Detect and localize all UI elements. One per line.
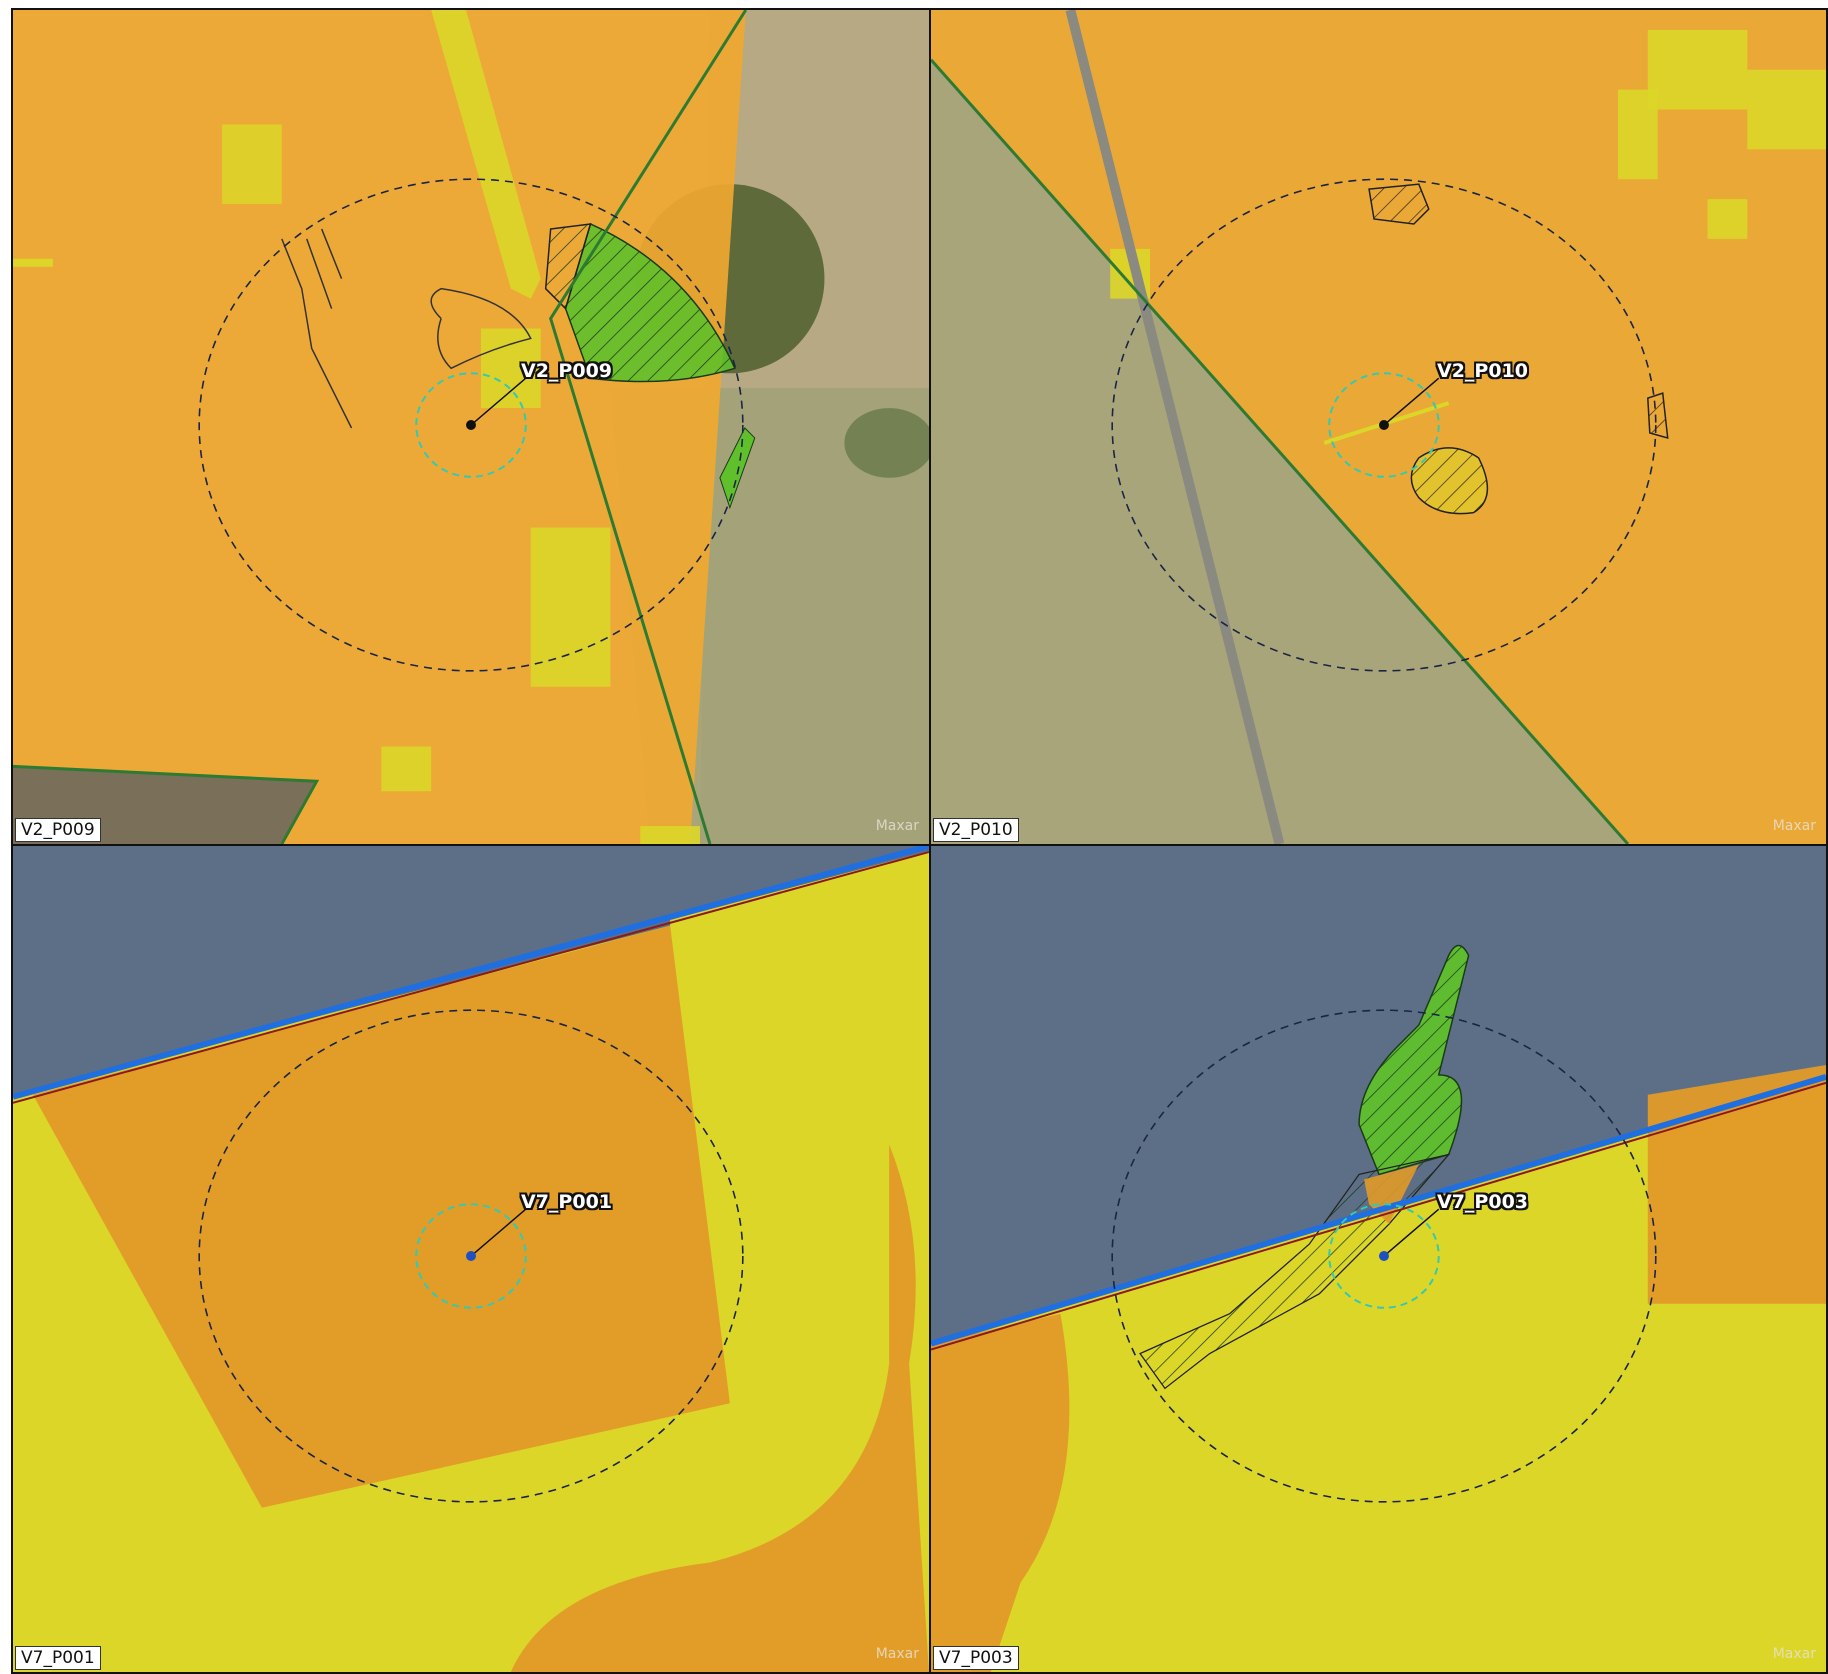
map-panel-v7-p003[interactable]: V7_P003 Maxar V7_P003 (929, 844, 1828, 1674)
point-label: V2_P010 (1437, 360, 1529, 382)
inner-buffer (415, 372, 527, 478)
yellow-patch (1707, 199, 1748, 239)
orange-zone (1647, 1064, 1826, 1304)
panel-name-label: V7_P003 (933, 1646, 1019, 1670)
map-canvas (13, 846, 929, 1672)
attribution: Maxar (1772, 1646, 1816, 1662)
survey-point (1378, 420, 1389, 430)
leader-line (470, 377, 527, 426)
railway (1065, 10, 1285, 844)
map-panel-v7-p001[interactable]: V7_P001 Maxar V7_P001 (11, 844, 931, 1674)
panel-name-label: V2_P010 (933, 818, 1019, 842)
panel-name-label: V2_P009 (15, 818, 101, 842)
dam-water-small (844, 408, 929, 478)
survey-point (466, 420, 476, 430)
map-canvas (931, 10, 1826, 844)
yellow-strip (431, 10, 541, 299)
yellow-patch (530, 527, 611, 687)
boundary-line (549, 10, 748, 844)
attribution: Maxar (875, 818, 919, 834)
yellow-patch (1617, 89, 1658, 180)
yellow-patch (480, 328, 541, 409)
attribution: Maxar (1772, 818, 1816, 834)
map-canvas (931, 846, 1826, 1672)
yellow-patch (640, 826, 700, 844)
map-panel-v2-p009[interactable]: V2_P009 Maxar V2_P009 (11, 8, 931, 846)
attribution: Maxar (875, 1646, 919, 1662)
yellow-patch (222, 124, 282, 205)
powerline (13, 846, 929, 1100)
point-label: V2_P009 (521, 360, 613, 382)
yellow-patch (1747, 69, 1826, 150)
yellow-patch (13, 258, 53, 267)
powerline (931, 1074, 1826, 1347)
outer-buffer (198, 178, 744, 672)
map-canvas (13, 10, 929, 844)
leader-line (1383, 1208, 1440, 1257)
leader-line (470, 1208, 527, 1257)
map-panel-v2-p010[interactable]: V2_P010 Maxar V2_P010 (929, 8, 1828, 846)
satellite-area (13, 846, 671, 1095)
inner-buffer (1328, 372, 1440, 478)
boundary-line (931, 58, 1630, 844)
survey-point (466, 1251, 476, 1261)
survey-point (1378, 1251, 1389, 1261)
outer-buffer (1111, 178, 1657, 672)
orange-zone (13, 10, 746, 844)
orange-parcel (32, 925, 730, 1508)
leader-line (1383, 377, 1440, 426)
yellow-patch (1647, 29, 1748, 110)
point-label: V7_P003 (1437, 1191, 1529, 1213)
orange-zone (510, 1144, 929, 1672)
orange-zone (931, 1313, 1070, 1672)
point-label: V7_P001 (521, 1191, 613, 1213)
yellow-patch (381, 746, 432, 792)
panel-name-label: V7_P001 (15, 1646, 101, 1670)
map-grid: V2_P009 Maxar V2_P009 (11, 8, 1828, 1674)
